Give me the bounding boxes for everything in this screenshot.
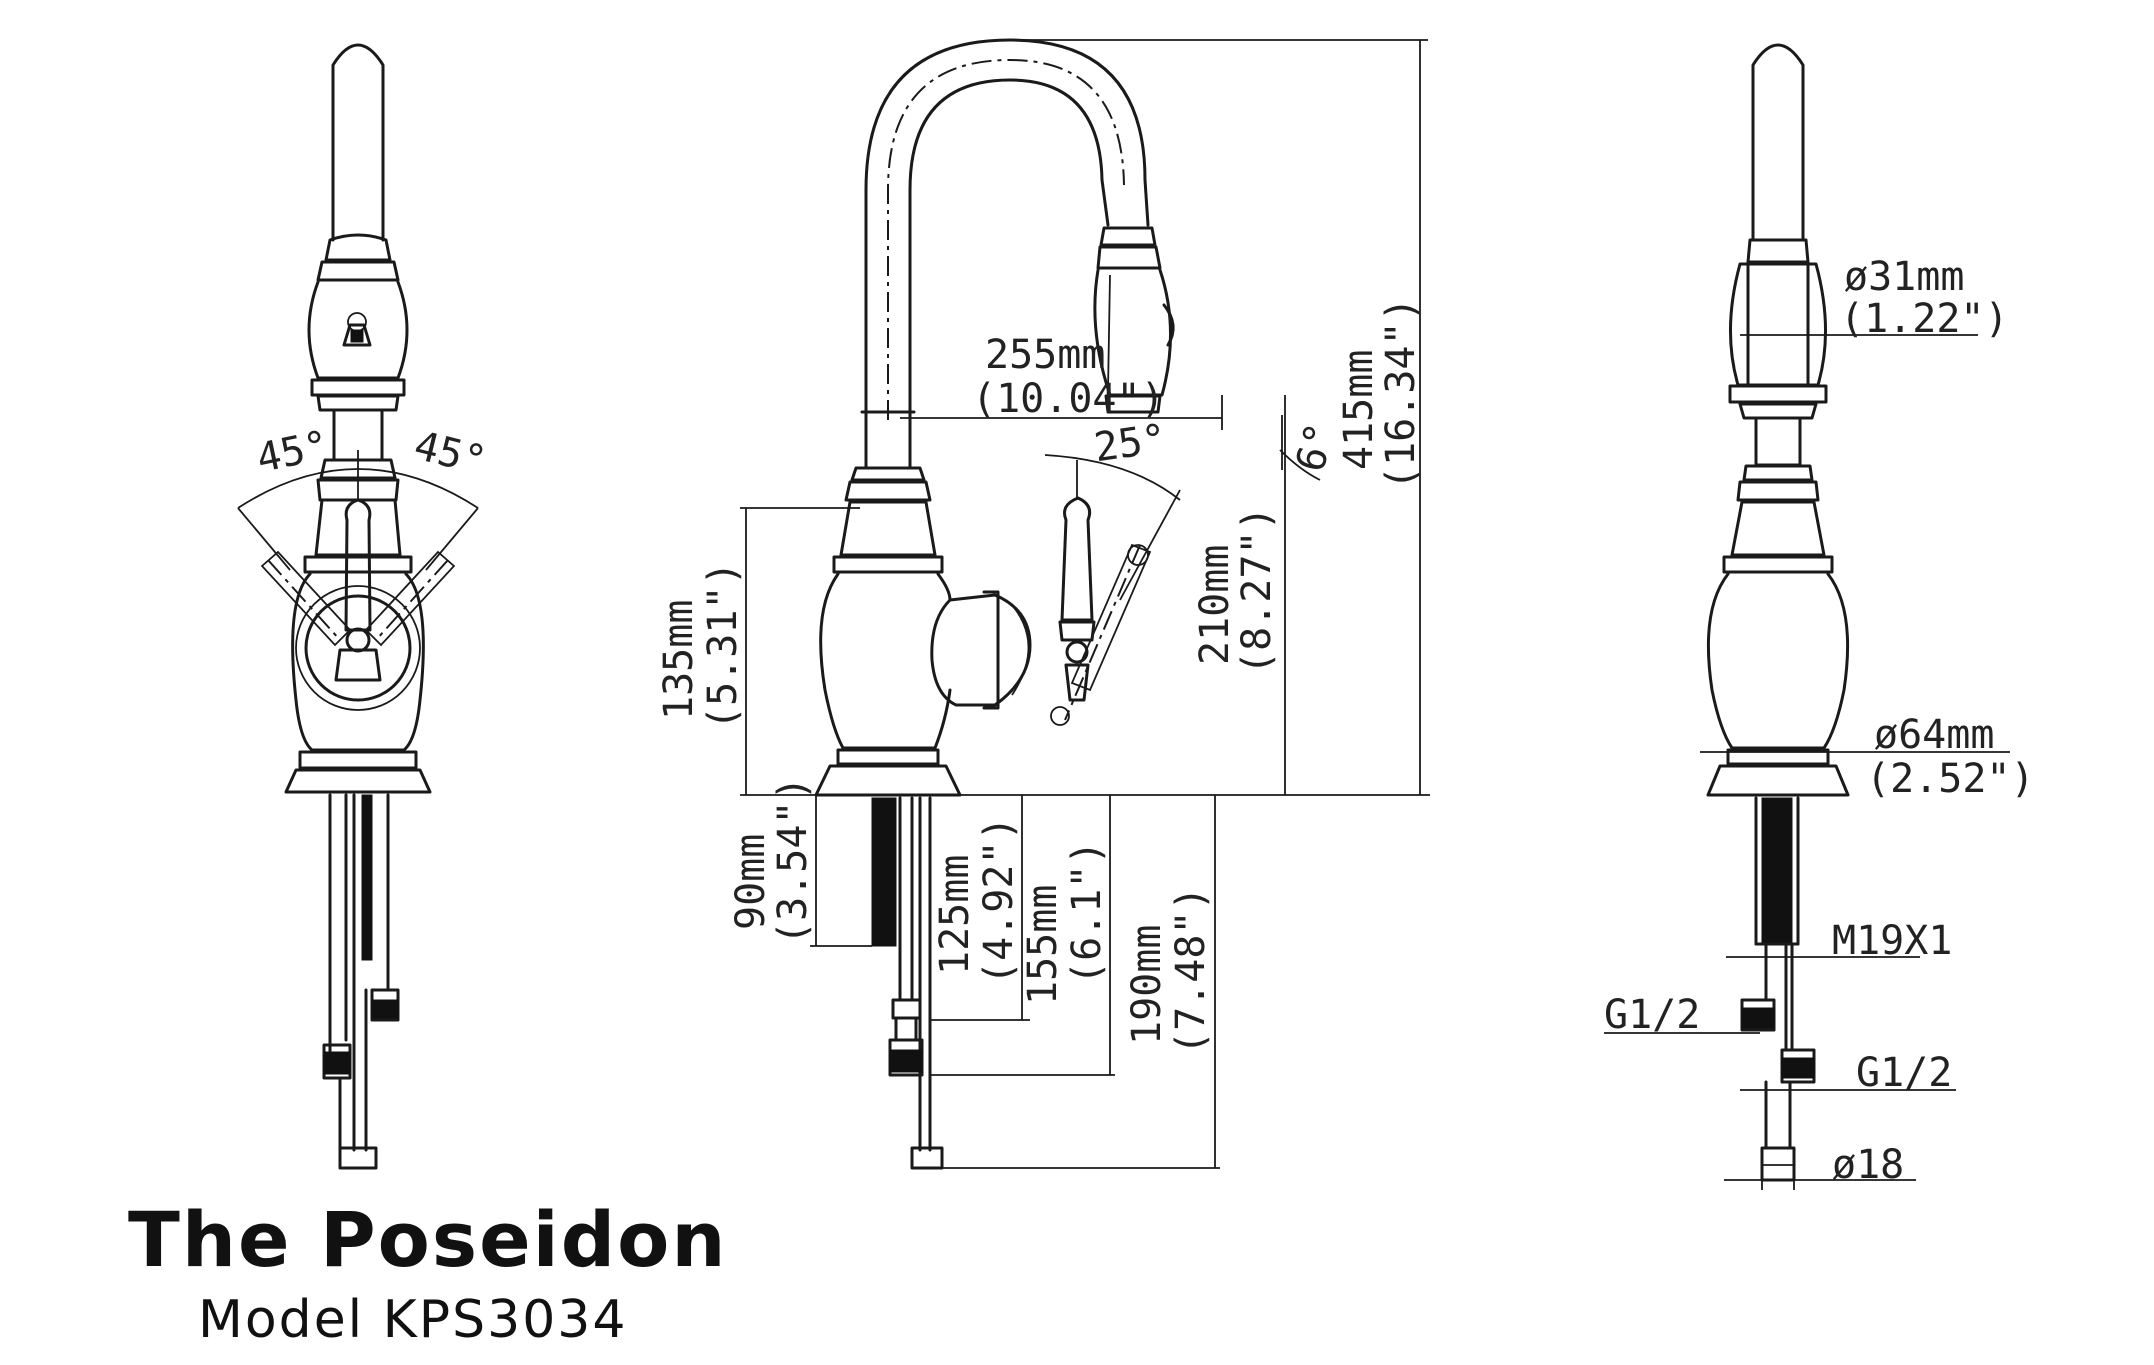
shank-in: (3.54") (770, 776, 816, 945)
body-in: (5.31") (700, 561, 746, 730)
thread-g-left: G1/2 (1604, 992, 1700, 1038)
spout-in: (8.27") (1234, 506, 1280, 675)
rear-view (1604, 43, 2010, 1190)
side-view (740, 38, 1430, 1170)
model-number: Model KPS3034 (198, 1290, 628, 1350)
left-angle-2: 45° (410, 423, 491, 485)
height-in: (16.34") (1378, 297, 1424, 490)
thread-g-right: G1/2 (1856, 1050, 1952, 1096)
reach-mm: 255mm (985, 332, 1105, 378)
thread-m: M19X1 (1832, 918, 1952, 964)
body-mm: 135mm (656, 600, 702, 720)
hose2-in: (6.1") (1064, 841, 1110, 986)
spray-dia-mm: ø31mm (1844, 254, 1964, 300)
hose1-mm: 125mm (932, 855, 978, 975)
reach-in: (10.04") (972, 376, 1165, 422)
base-dia-mm: ø64mm (1874, 712, 1994, 758)
shank-mm: 90mm (728, 834, 774, 930)
product-title: The Poseidon (128, 1195, 728, 1284)
front-view (237, 43, 479, 1170)
hose3-mm: 190mm (1124, 925, 1170, 1045)
spout-mm: 210mm (1192, 545, 1238, 665)
hose-dia: ø18 (1832, 1142, 1904, 1188)
hose2-mm: 155mm (1020, 885, 1066, 1005)
handle-angle-side: 25° (1091, 416, 1169, 472)
height-mm: 415mm (1336, 350, 1382, 470)
hose1-in: (4.92") (976, 816, 1022, 985)
base-dia-in: (2.52") (1866, 756, 2035, 802)
spray-dia-in: (1.22") (1840, 296, 2009, 342)
hose3-in: (7.48") (1168, 886, 1214, 1055)
